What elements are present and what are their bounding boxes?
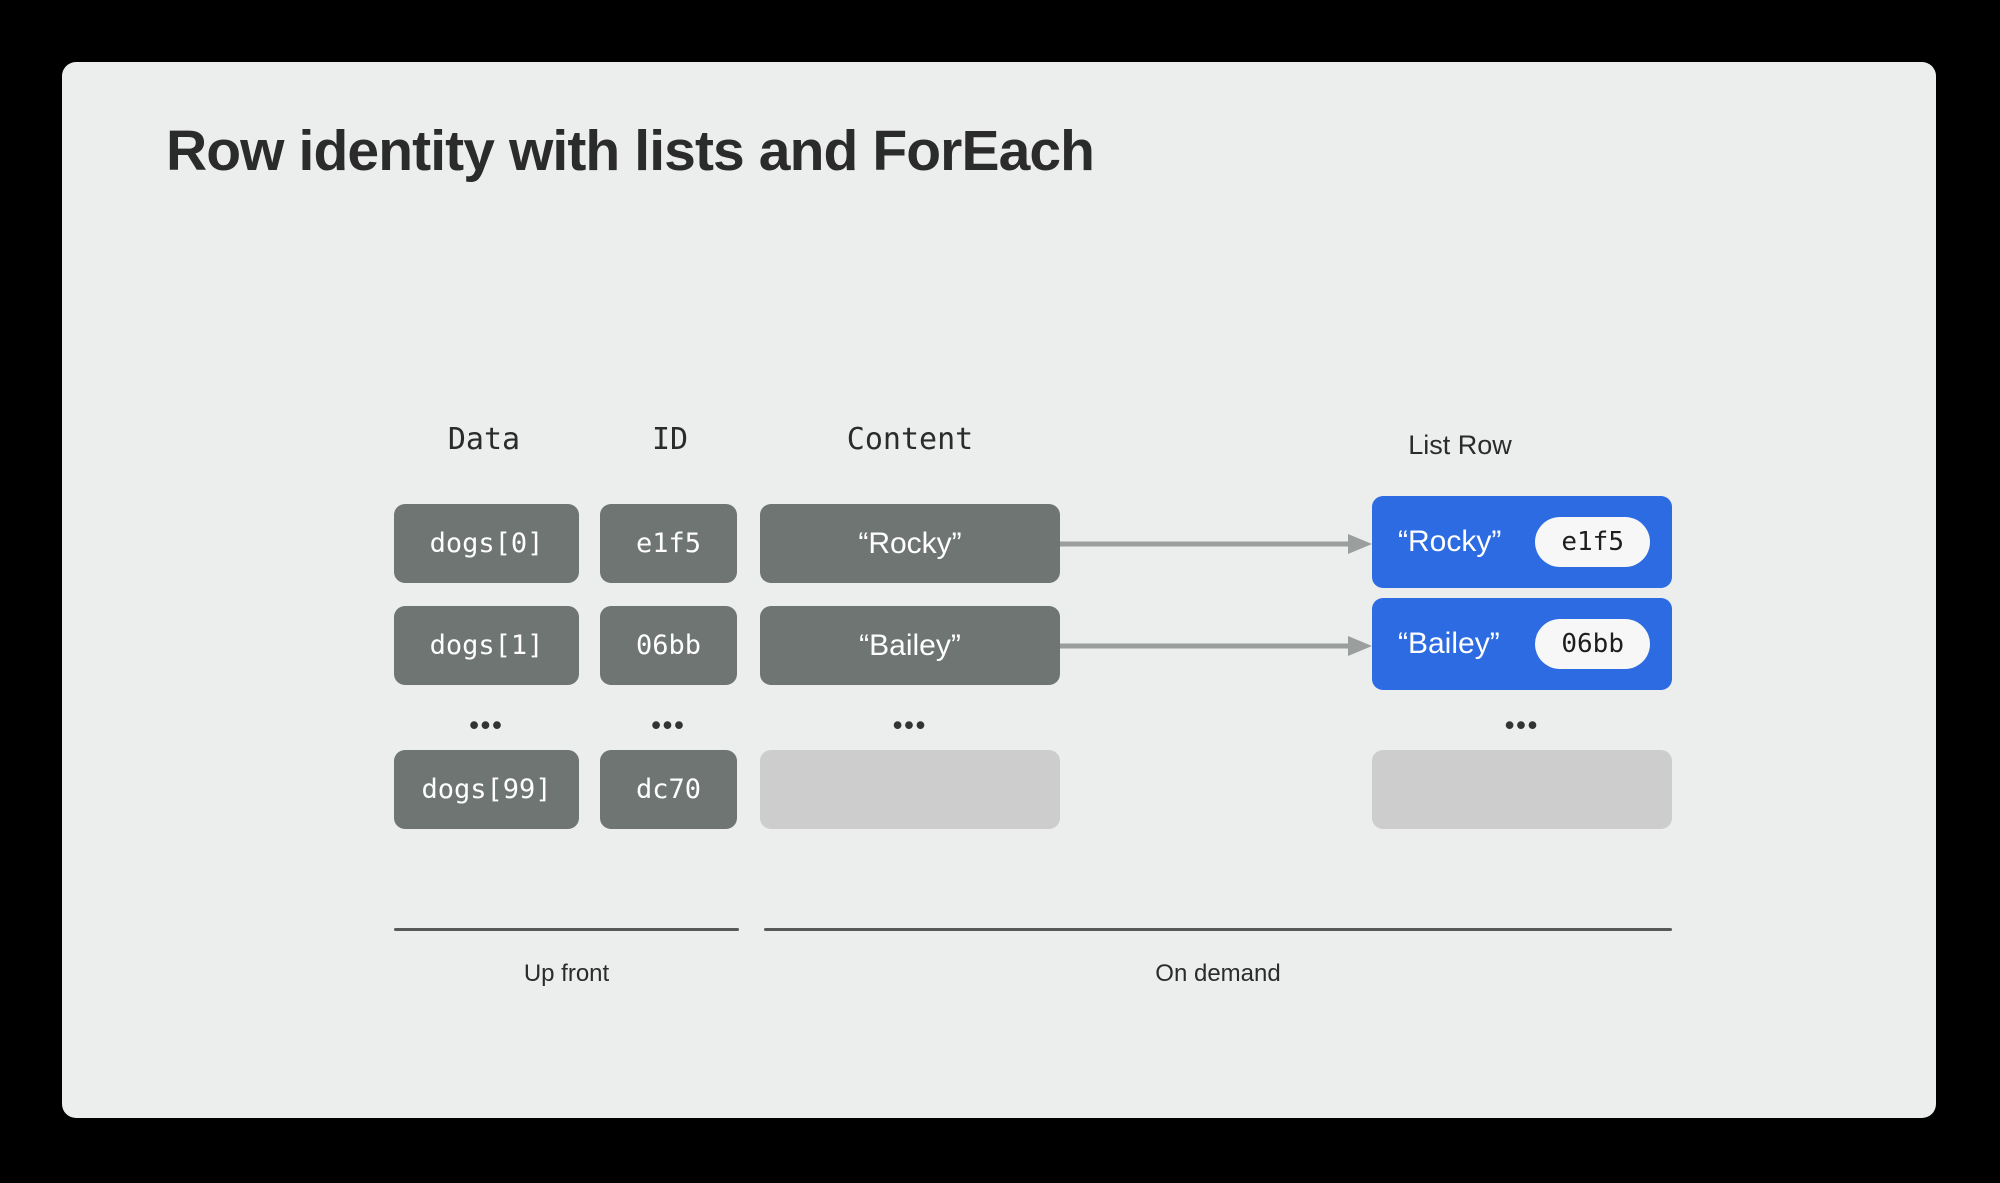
divider-up-front — [394, 928, 739, 931]
id-cell-row-0: e1f5 — [600, 504, 737, 583]
list-row-id-pill-1: 06bb — [1535, 619, 1650, 669]
list-row-name-1: “Bailey” — [1398, 627, 1500, 660]
list-row-name-0: “Rocky” — [1398, 525, 1502, 558]
id-cell-row-1: 06bb — [600, 606, 737, 685]
caption-up-front: Up front — [523, 960, 610, 987]
column-header-content: Content — [846, 422, 974, 457]
data-cell-row-1: dogs[1] — [394, 606, 579, 685]
ellipsis-data: ••• — [469, 710, 504, 740]
diagram-canvas: Data ID Content List Row dogs[0] e1f5 “R… — [62, 62, 1936, 1118]
content-cell-row-0: “Rocky” — [760, 504, 1060, 583]
content-cell-row-1: “Bailey” — [760, 606, 1060, 685]
page-title: Row identity with lists and ForEach — [166, 119, 1095, 183]
column-header-id: ID — [651, 422, 689, 457]
content-cell-row-last-placeholder — [760, 750, 1060, 829]
column-header-data: Data — [447, 422, 521, 457]
data-cell-row-0: dogs[0] — [394, 504, 579, 583]
slide-panel: Row identity with lists and ForEach Data… — [62, 62, 1936, 1118]
id-cell-row-last: dc70 — [600, 750, 737, 829]
list-row-id-pill-0: e1f5 — [1535, 517, 1650, 567]
arrow-content-to-list-row-1 — [1060, 636, 1372, 656]
list-row-card-last-placeholder — [1372, 750, 1672, 829]
list-row-card-1[interactable]: “Bailey” 06bb — [1372, 598, 1672, 690]
divider-on-demand — [764, 928, 1672, 931]
arrow-content-to-list-row-0 — [1060, 534, 1372, 554]
data-cell-row-last: dogs[99] — [394, 750, 579, 829]
ellipsis-content: ••• — [892, 710, 928, 740]
column-header-list-row: List Row — [1408, 430, 1512, 460]
caption-on-demand: On demand — [1155, 960, 1281, 987]
ellipsis-id: ••• — [651, 710, 686, 740]
list-row-card-0[interactable]: “Rocky” e1f5 — [1372, 496, 1672, 588]
ellipsis-list-row: ••• — [1504, 710, 1540, 740]
